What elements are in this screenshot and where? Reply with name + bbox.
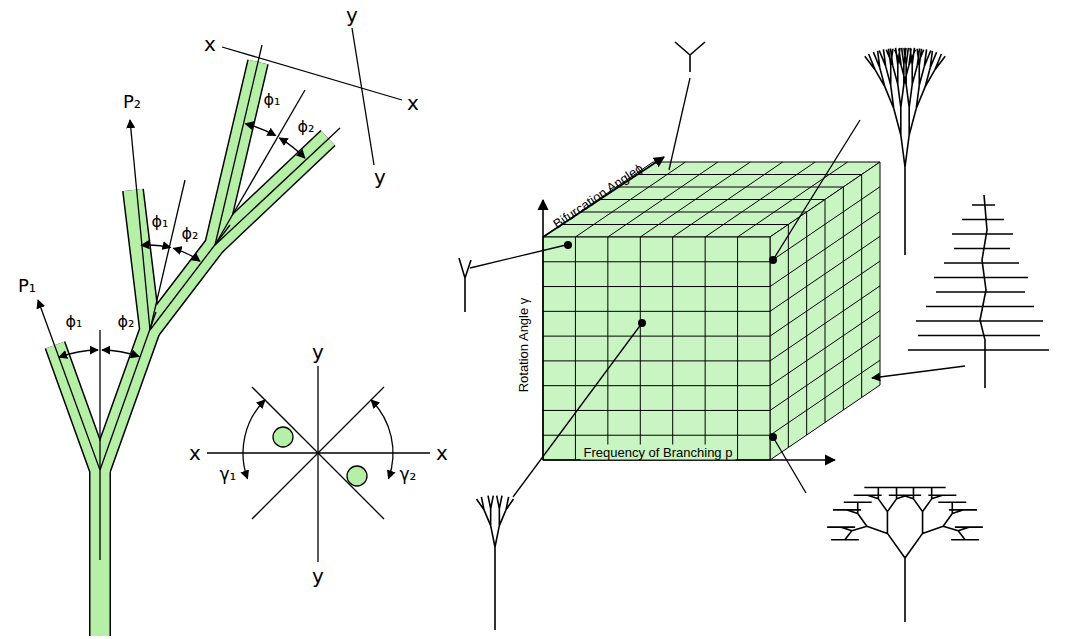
cube <box>543 162 880 460</box>
angle-arc <box>141 245 170 248</box>
angle-arc <box>371 400 393 479</box>
axis-label: x <box>204 34 216 54</box>
dots <box>564 241 777 441</box>
axis-label: x <box>407 93 419 113</box>
angle-arcs <box>59 124 393 479</box>
angle-arc <box>102 350 139 357</box>
tree-form <box>827 488 983 622</box>
axis-label: y <box>374 167 386 187</box>
angle-label: ϕ₁ <box>66 314 83 330</box>
leaders <box>470 78 965 497</box>
axis-title: Rotation Angle γ <box>517 298 530 393</box>
rotation-diagram <box>207 366 430 562</box>
axis-label: y <box>312 566 324 586</box>
direction-label: P₂ <box>123 93 141 111</box>
axis-title: Frequency of Branching p <box>581 445 736 460</box>
angle-arc <box>173 248 200 261</box>
axis-label: y <box>312 342 324 362</box>
tree-form <box>865 48 945 255</box>
angle-label: ϕ₁ <box>152 214 169 230</box>
angle-label: γ₂ <box>400 466 417 483</box>
angle-label: ϕ₂ <box>118 314 135 330</box>
axis-label: y <box>346 5 358 25</box>
angle-arc <box>243 400 265 479</box>
tree-forms <box>459 42 1049 630</box>
tree-form <box>477 496 514 630</box>
direction-label: P₁ <box>18 277 36 295</box>
axis-label: x <box>436 443 448 463</box>
angle-arc <box>279 138 305 158</box>
branch-bars <box>55 62 328 636</box>
cube-axes <box>543 157 835 460</box>
axis-lines <box>38 28 402 560</box>
angle-label: ϕ₂ <box>298 119 315 135</box>
angle-label: γ₁ <box>220 466 237 483</box>
angle-label: ϕ₁ <box>264 92 281 108</box>
tree-form <box>908 195 1049 388</box>
axis-label: x <box>189 443 201 463</box>
angle-arc <box>59 350 98 357</box>
angle-arc <box>245 124 275 136</box>
cube-grid <box>543 162 880 460</box>
angle-label: ϕ₂ <box>182 226 199 242</box>
